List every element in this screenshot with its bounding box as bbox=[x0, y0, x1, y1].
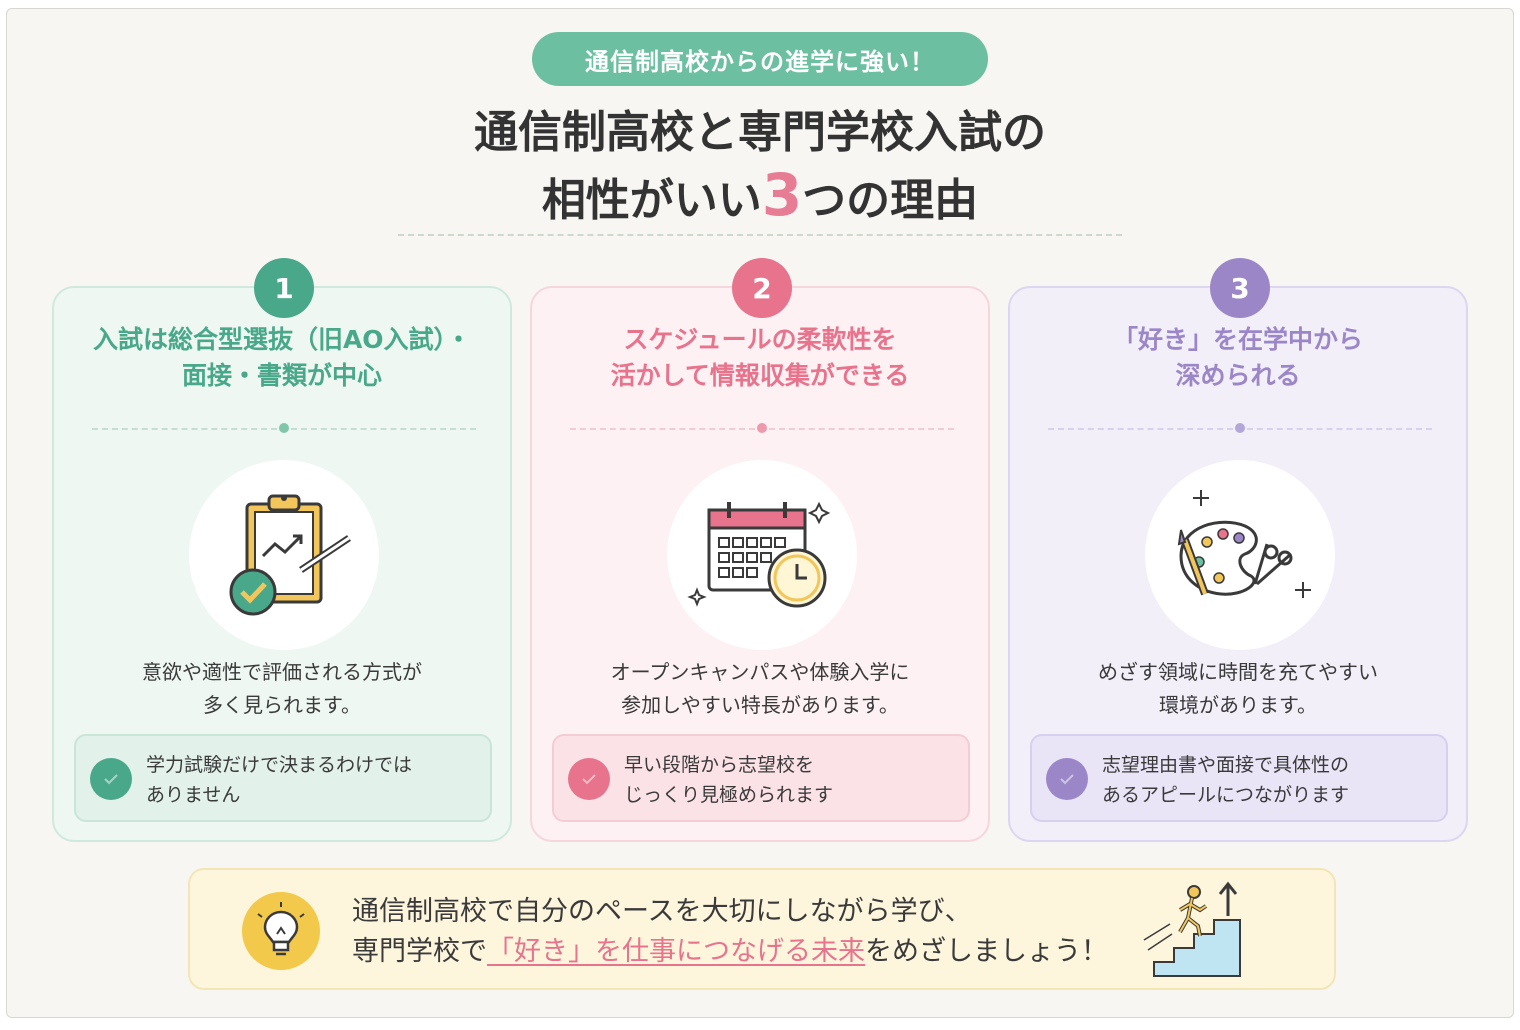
check-icon bbox=[568, 758, 610, 800]
card-note-line-2: ありません bbox=[146, 784, 241, 806]
footer-line-1: 通信制高校で自分のペースを大切にしながら学び、 bbox=[352, 896, 972, 927]
card-description-line-1: 意欲や適性で評価される方式が bbox=[142, 660, 422, 684]
divider-dot bbox=[757, 423, 767, 433]
title-divider bbox=[398, 234, 1122, 236]
title-line-2-pre: 相性がいい bbox=[541, 175, 762, 226]
card-note-line-1: 志望理由書や面接で具体性の bbox=[1102, 754, 1350, 776]
card-note-text: 早い段階から志望校を じっくり見極められます bbox=[624, 750, 833, 810]
divider-dot bbox=[1235, 423, 1245, 433]
reason-card-3: 3 「好き」を在学中から 深められる めざす領域に時間を充てやすい bbox=[1008, 258, 1468, 842]
check-icon bbox=[90, 758, 132, 800]
card-heading-line-2: 深められる bbox=[1175, 361, 1301, 390]
card-note: 学力試験だけで決まるわけでは ありません bbox=[74, 734, 492, 822]
card-number-badge: 3 bbox=[1210, 258, 1270, 318]
card-note-line-2: じっくり見極められます bbox=[624, 784, 834, 806]
card-number-badge: 1 bbox=[254, 258, 314, 318]
card-heading-line-2: 活かして情報収集ができる bbox=[610, 361, 910, 390]
page-title: 通信制高校と専門学校入試の 相性がいい3つの理由 bbox=[0, 102, 1520, 232]
footer-message-box: 通信制高校で自分のペースを大切にしながら学び、 専門学校で「好き」を仕事につなげ… bbox=[188, 868, 1336, 990]
lightbulb-icon bbox=[242, 892, 320, 970]
divider-dot bbox=[279, 423, 289, 433]
reason-card-2: 2 スケジュールの柔軟性を 活かして情報収集ができる オープンキャンパスや体験入… bbox=[530, 258, 990, 842]
card-note-text: 学力試験だけで決まるわけでは ありません bbox=[146, 750, 412, 810]
reason-card-1: 1 入試は総合型選抜（旧AO入試）・ 面接・書類が中心 意欲や適性で評価される方… bbox=[52, 258, 512, 842]
card-heading-line-1: スケジュールの柔軟性を bbox=[623, 325, 897, 354]
card-heading-line-1: 入試は総合型選抜（旧AO入試）・ bbox=[92, 325, 472, 354]
footer-line-2-pre: 専門学校で bbox=[352, 936, 487, 967]
card-note: 早い段階から志望校を じっくり見極められます bbox=[552, 734, 970, 822]
footer-line-2: 専門学校で「好き」を仕事につなげる未来をめざしましょう！ bbox=[352, 932, 1108, 972]
card-note-line-1: 早い段階から志望校を bbox=[624, 754, 815, 776]
card-note-line-1: 学力試験だけで決まるわけでは bbox=[146, 754, 413, 776]
card-number-badge: 2 bbox=[732, 258, 792, 318]
card-heading: 「好き」を在学中から 深められる bbox=[1010, 322, 1466, 394]
card-description-line-2: 環境があります。 bbox=[1159, 693, 1317, 717]
climbing-stairs-icon bbox=[1140, 880, 1250, 984]
title-line-2: 相性がいい3つの理由 bbox=[0, 164, 1520, 232]
check-icon bbox=[1046, 758, 1088, 800]
card-description-line-1: オープンキャンパスや体験入学に bbox=[610, 660, 910, 684]
card-description: オープンキャンパスや体験入学に 参加しやすい特長があります。 bbox=[532, 656, 988, 722]
title-line-2-post: つの理由 bbox=[802, 175, 979, 226]
card-note-text: 志望理由書や面接で具体性の あるアピールにつながります bbox=[1102, 750, 1349, 810]
card-description: めざす領域に時間を充てやすい 環境があります。 bbox=[1010, 656, 1466, 722]
card-note: 志望理由書や面接で具体性の あるアピールにつながります bbox=[1030, 734, 1448, 822]
card-description-line-2: 多く見られます。 bbox=[203, 693, 361, 717]
clipboard-check-icon bbox=[189, 460, 379, 650]
card-note-line-2: あるアピールにつながります bbox=[1102, 784, 1350, 806]
card-heading: スケジュールの柔軟性を 活かして情報収集ができる bbox=[532, 322, 988, 394]
card-description-line-2: 参加しやすい特長があります。 bbox=[621, 693, 899, 717]
card-heading-line-1: 「好き」を在学中から bbox=[1112, 325, 1363, 354]
card-heading: 入試は総合型選抜（旧AO入試）・ 面接・書類が中心 bbox=[54, 322, 510, 394]
title-line-1: 通信制高校と専門学校入試の bbox=[474, 107, 1046, 158]
footer-highlight: 「好き」を仕事につなげる未来 bbox=[487, 936, 865, 967]
calendar-clock-icon bbox=[667, 460, 857, 650]
palette-scissors-icon bbox=[1145, 460, 1335, 650]
tagline-pill: 通信制高校からの進学に強い！ bbox=[532, 32, 988, 86]
card-heading-line-2: 面接・書類が中心 bbox=[181, 361, 382, 390]
card-description-line-1: めざす領域に時間を充てやすい bbox=[1098, 660, 1378, 684]
footer-line-2-post: をめざしましょう！ bbox=[865, 936, 1108, 967]
card-description: 意欲や適性で評価される方式が 多く見られます。 bbox=[54, 656, 510, 722]
footer-text: 通信制高校で自分のペースを大切にしながら学び、 専門学校で「好き」を仕事につなげ… bbox=[352, 892, 1108, 972]
title-number: 3 bbox=[761, 161, 803, 229]
